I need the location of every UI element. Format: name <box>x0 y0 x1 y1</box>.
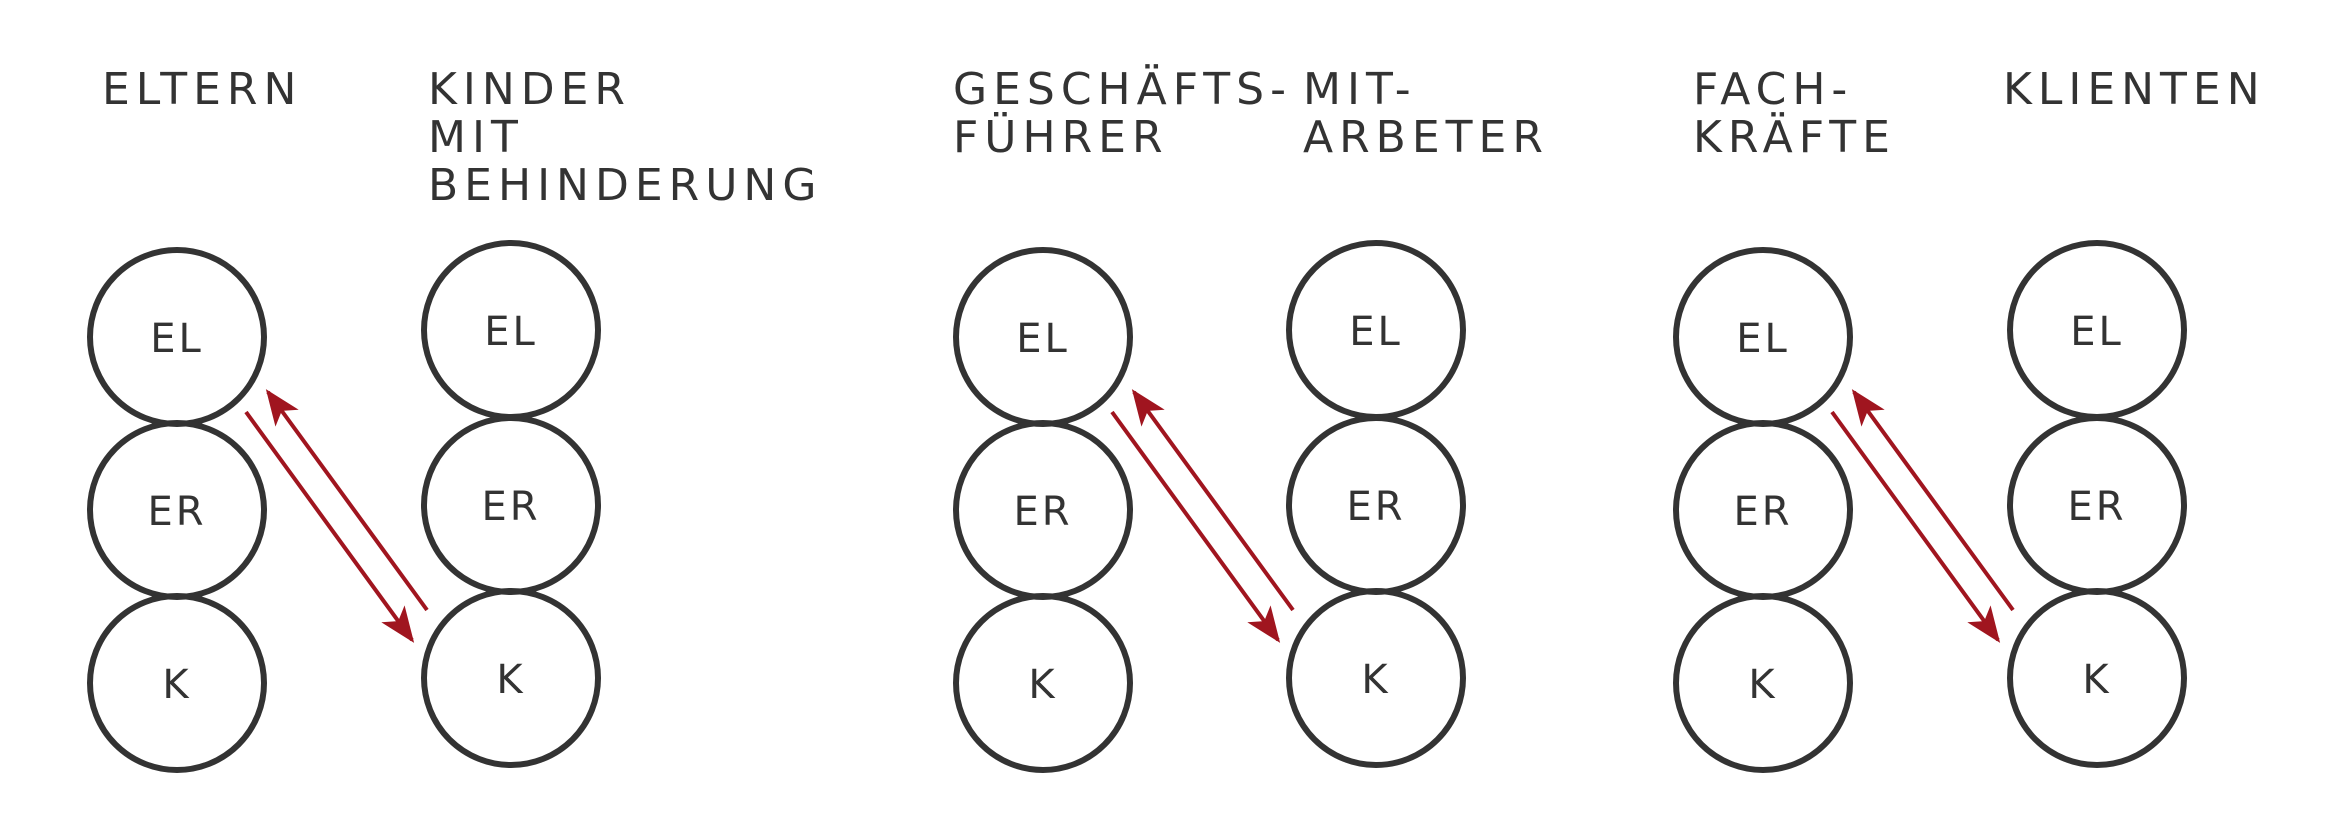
ego-state-label-er: ER <box>1733 489 1792 535</box>
transaction-arrow-down <box>1830 410 2001 643</box>
transaction-arrow-down <box>1110 410 1281 643</box>
ego-state-label-k: K <box>1361 657 1390 703</box>
ego-state-circle-k <box>87 593 267 773</box>
ego-state-label-el: EL <box>1349 309 1403 355</box>
ego-state-circle-k <box>421 588 601 768</box>
ego-state-label-k: K <box>1028 662 1057 708</box>
transaction-arrow-up <box>1851 389 2015 612</box>
ego-state-label-el: EL <box>150 316 204 362</box>
transaction-arrow-up <box>1131 389 1295 612</box>
ego-state-label-el: EL <box>484 309 538 355</box>
ego-state-circle-k <box>1286 588 1466 768</box>
heading-kinder-line-2: MIT <box>428 112 524 163</box>
ego-state-label-el: EL <box>2070 309 2124 355</box>
ego-state-label-er: ER <box>1013 489 1072 535</box>
heading-kinder-line-1: KINDER <box>428 64 631 115</box>
ego-state-label-k: K <box>2082 657 2111 703</box>
heading-kinder-line-3: BEHINDERUNG <box>428 160 822 211</box>
heading-klienten-line-1: KLIENTEN <box>2003 64 2266 115</box>
heading-eltern-line-1: ELTERN <box>102 64 302 115</box>
heading-mitarbeiter-line-1: MIT- <box>1303 64 1417 115</box>
ego-state-label-k: K <box>162 662 191 708</box>
transaction-arrow-up <box>265 389 429 612</box>
ego-state-circle-k <box>1673 593 1853 773</box>
ego-state-label-k: K <box>496 657 525 703</box>
heading-fachkraefte-line-1: FACH- <box>1693 64 1853 115</box>
ego-state-label-er: ER <box>1346 484 1405 530</box>
heading-mitarbeiter-line-2: ARBETER <box>1303 112 1549 163</box>
ego-state-label-el: EL <box>1736 316 1790 362</box>
heading-geschaeftsfuehrer-line-2: FÜHRER <box>953 111 1169 163</box>
heading-geschaeftsfuehrer-line-1: GESCHÄFTS- <box>953 63 1292 115</box>
ego-state-circle-k <box>953 593 1133 773</box>
ego-state-label-el: EL <box>1016 316 1070 362</box>
ego-state-circle-k <box>2007 588 2187 768</box>
ego-state-label-er: ER <box>481 484 540 530</box>
group-fachkraefte-klienten: FACH- KRÄFTE KLIENTEN EL ER K EL ER K <box>1673 64 2266 773</box>
transaction-arrow-down <box>244 410 415 643</box>
ego-state-label-k: K <box>1748 662 1777 708</box>
ego-state-label-er: ER <box>147 489 206 535</box>
group-eltern-kinder: ELTERN KINDER MIT BEHINDERUNG EL ER K EL… <box>87 64 822 773</box>
group-geschaeftsfuehrer-mitarbeiter: GESCHÄFTS- FÜHRER MIT- ARBETER EL ER K E… <box>953 63 1549 773</box>
ego-state-label-er: ER <box>2067 484 2126 530</box>
heading-fachkraefte-line-2: KRÄFTE <box>1693 111 1896 163</box>
